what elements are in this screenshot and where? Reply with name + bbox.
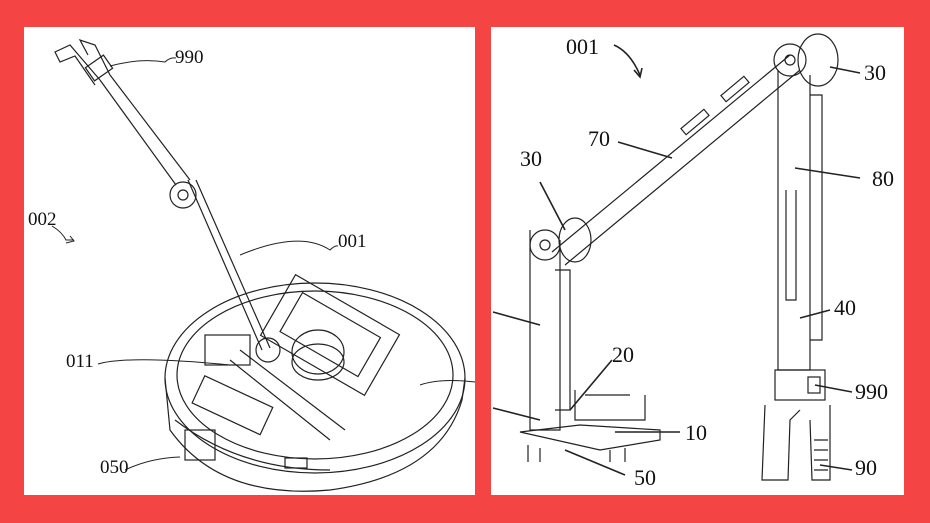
label-10-base: 10 — [685, 420, 707, 445]
label-990-gripper: 990 — [175, 47, 204, 68]
label-050-body: 050 — [100, 457, 129, 478]
left-arm-drawing — [54, 38, 281, 363]
right-arm-drawing — [519, 33, 839, 481]
left-figure-panel — [24, 27, 475, 495]
right-leader-lines — [492, 44, 861, 476]
label-990-gripper: 990 — [855, 379, 888, 404]
label-001-arm: 001 — [338, 231, 367, 252]
label-30-top-joint: 30 — [864, 60, 886, 85]
label-20-shoulder: 20 — [612, 342, 634, 367]
label-50-mount: 50 — [634, 465, 656, 490]
label-40-wrist: 40 — [834, 295, 856, 320]
label-011-base-mount: 011 — [66, 351, 94, 372]
label-002-robot: 002 — [28, 209, 57, 230]
robot-vacuum-drawing — [164, 273, 466, 492]
label-80-forearm: 80 — [872, 166, 894, 191]
label-30-lower-joint: 30 — [520, 146, 542, 171]
label-90-fingers: 90 — [855, 455, 877, 480]
label-70-upper-link: 70 — [588, 126, 610, 151]
label-001-arm: 001 — [566, 34, 599, 59]
left-leader-lines — [51, 57, 476, 471]
